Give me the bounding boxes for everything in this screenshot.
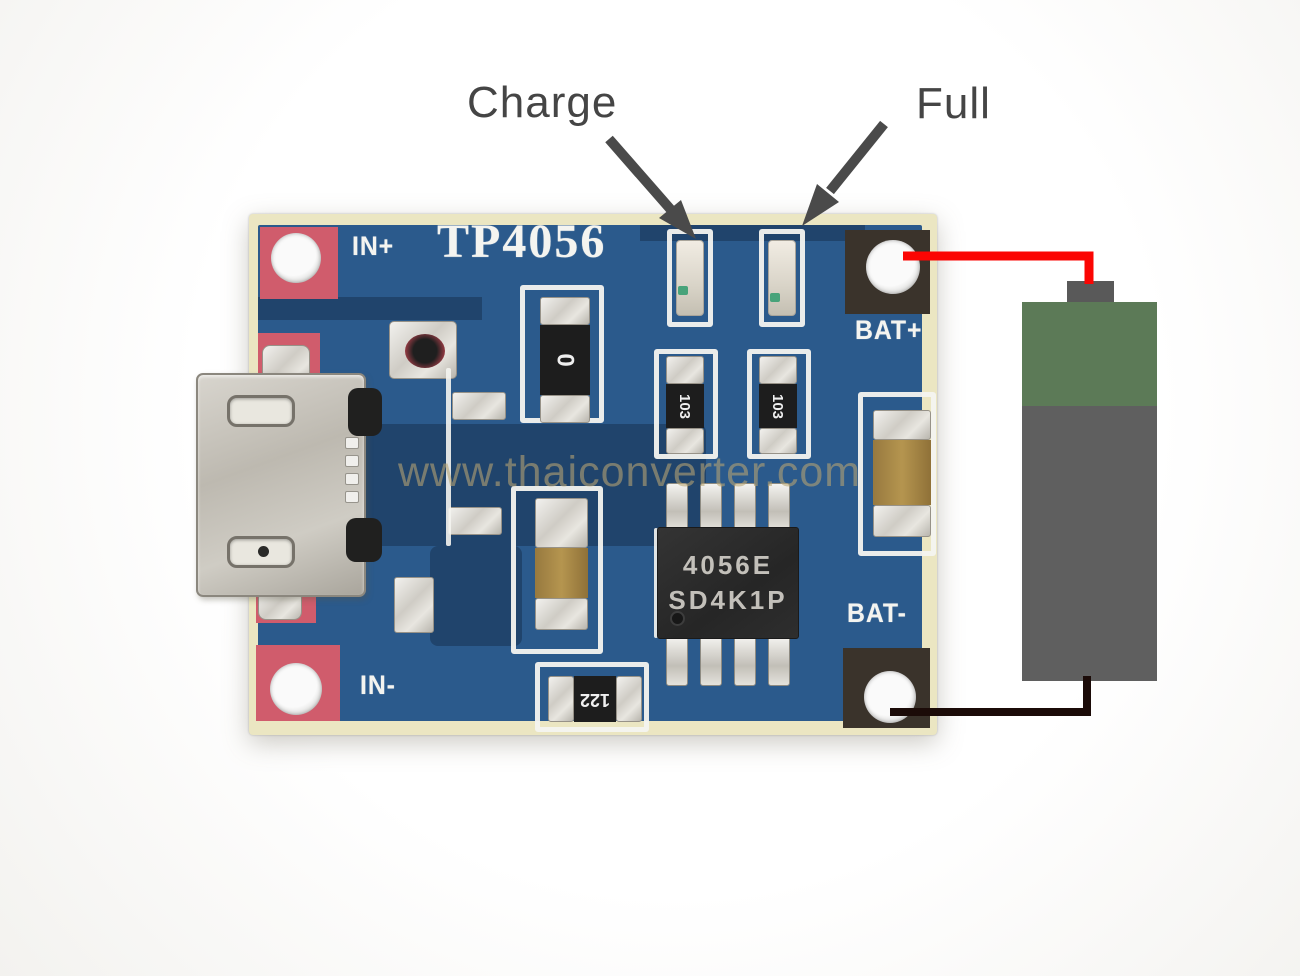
tp4056-ic: 4056E SD4K1P [657,527,799,639]
battery-top-green [1022,302,1157,406]
solder-pad [452,392,506,420]
led-resistor-1-terminal [666,428,704,454]
full-led-chip [770,293,780,302]
led-resistor-1-marking: 103 [676,393,694,419]
charge-arrow-icon [605,135,676,215]
usb-plastic-bottom [346,518,382,562]
ic-pin [666,636,688,686]
ic-pin [734,636,756,686]
ic-pin [700,636,722,686]
full-led [768,240,796,316]
led-resistor-1-outline [654,349,718,459]
usb-shield-solder-blob [405,334,445,368]
prog-resistor-terminal [616,676,642,722]
zero-ohm-terminal [540,395,590,423]
copper-clearance-center [336,424,706,546]
usb-shell-hole-top [227,395,295,427]
watermark-text: www.thaiconverter.com [398,448,862,496]
usb-plastic-top [348,388,382,436]
full-led-outline [759,229,805,327]
copper-clearance-left [258,297,482,320]
bat-plus-mounting-hole [866,240,920,294]
led-resistor-2-terminal [759,428,797,454]
capacitor-1 [535,548,588,598]
prog-resistor-terminal [548,676,574,722]
silkscreen-label-in-plus: IN+ [352,231,395,261]
zero-ohm-terminal [540,297,590,325]
ic-marking-line1: 4056E [682,550,774,580]
led-resistor-2-outline [747,349,811,459]
capacitor-2 [873,440,931,505]
charge-annotation-label: Charge [467,78,618,127]
full-arrow-icon [826,120,888,195]
led-resistor-1: 103 [666,384,704,428]
silkscreen-label-bat-minus: BAT- [847,598,907,628]
silkscreen-line [446,368,451,546]
capacitor-2-terminal [873,505,931,537]
charge-led-chip [678,286,688,295]
capacitor-1-terminal [535,498,588,548]
prog-resistor: 122 [574,676,616,722]
prog-resistor-outline [535,662,649,732]
usb-pin [345,491,359,503]
led-resistor-2-marking: 103 [769,393,787,419]
solder-pad [394,577,434,633]
usb-shell-rivet [258,546,269,557]
in-plus-mounting-hole [271,233,321,283]
capacitor-1-outline [511,486,603,654]
ic-pin [768,636,790,686]
usb-pin [345,473,359,485]
usb-pin [345,437,359,449]
silkscreen-title-tp4056: TP4056 [437,215,607,268]
ic-marking-line2: SD4K1P [668,585,788,615]
copper-clearance-lower [430,546,522,646]
ic-silkscreen-line [654,528,658,638]
led-resistor-2-terminal [759,356,797,384]
prog-resistor-marking: 122 [579,689,611,710]
charge-led [676,240,704,316]
silkscreen-label-bat-plus: BAT+ [855,315,923,345]
capacitor-1-terminal [535,598,588,630]
battery-body [1022,406,1157,681]
zero-ohm-resistor: 0 [540,325,590,395]
bat-minus-mounting-hole [864,671,916,723]
usb-pin [345,455,359,467]
led-resistor-1-terminal [666,356,704,384]
ic-pin1-dot [670,611,685,626]
silkscreen-label-in-minus: IN- [360,670,396,700]
zero-ohm-marking: 0 [551,353,579,367]
capacitor-2-outline [858,392,936,556]
capacitor-2-terminal [873,410,931,440]
in-minus-mounting-hole [270,663,322,715]
full-annotation-label: Full [916,79,991,128]
led-resistor-2: 103 [759,384,797,428]
solder-pad [448,507,502,535]
